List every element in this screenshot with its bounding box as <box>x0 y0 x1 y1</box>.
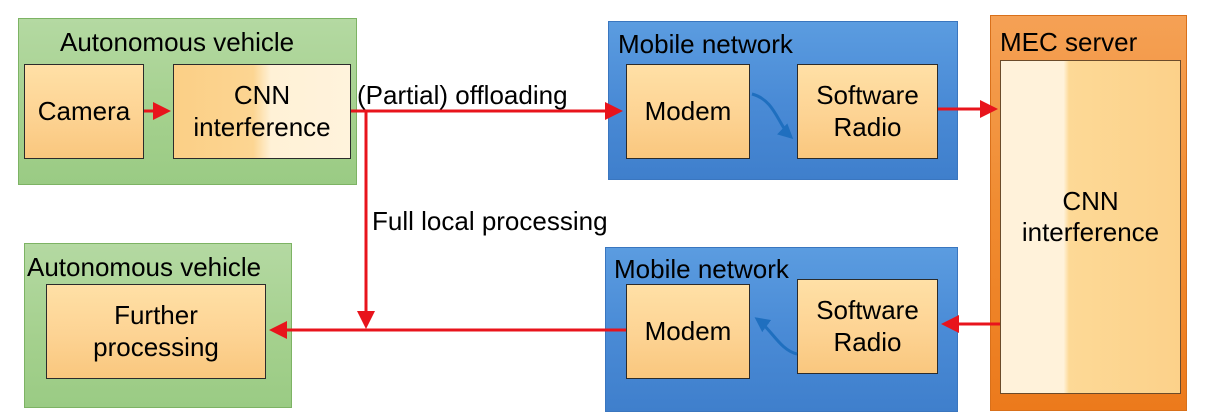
cnn-mec-box: CNN interference <box>1000 60 1181 394</box>
vehicle-bottom-title: Autonomous vehicle <box>27 252 262 282</box>
curve-radio-to-modem <box>754 317 798 356</box>
camera-box: Camera <box>24 64 144 159</box>
further-processing-box: Further processing <box>46 284 266 379</box>
network-top-title: Mobile network <box>618 29 793 59</box>
software-radio-bottom-box: Software Radio <box>797 279 938 374</box>
vehicle-top-title: Autonomous vehicle <box>60 27 295 57</box>
local-processing-label: Full local processing <box>372 206 608 236</box>
cnn-vehicle-box: CNN interference <box>173 64 351 159</box>
offloading-label: (Partial) offloading <box>357 80 568 110</box>
modem-bottom-box: Modem <box>626 284 750 379</box>
software-radio-top-box: Software Radio <box>797 64 938 159</box>
curve-modem-to-radio <box>751 92 794 140</box>
mec-server-title: MEC server <box>1000 27 1138 57</box>
modem-top-box: Modem <box>626 64 750 159</box>
network-bottom-title: Mobile network <box>614 254 789 284</box>
